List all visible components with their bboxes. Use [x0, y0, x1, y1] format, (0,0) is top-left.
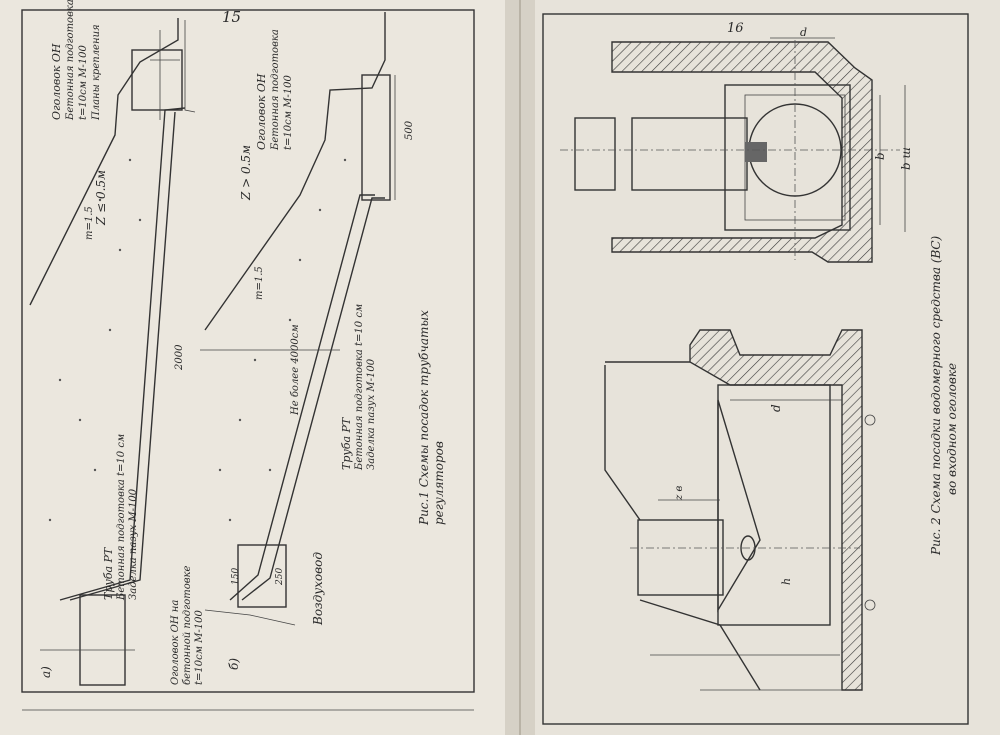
- dim-d-top: d: [800, 26, 807, 39]
- svg-text:Оголовок ОН: Оголовок ОН: [50, 43, 63, 120]
- dim-h: h: [780, 578, 793, 585]
- section-b-profile: [200, 12, 396, 626]
- svg-text:Бетонная подготовка: Бетонная подготовка: [270, 29, 281, 151]
- dim-d: d: [769, 404, 783, 412]
- section-b-inlet-shaft: [361, 74, 391, 201]
- svg-text:Рис. 2 Схема посадки водомерно: Рис. 2 Схема посадки водомерного средств…: [929, 235, 943, 556]
- svg-text:бетонной подготовке: бетонной подготовке: [182, 565, 193, 685]
- dim-2000: 2000: [174, 344, 185, 371]
- svg-text:Оголовок ОН: Оголовок ОН: [255, 73, 268, 150]
- slope-b: m=1.5: [254, 266, 265, 300]
- section-view: [604, 329, 876, 691]
- left-page-frame: [21, 9, 475, 693]
- svg-text:Заделка пазух М-100: Заделка пазух М-100: [366, 358, 377, 470]
- right-page-frame: [542, 13, 969, 725]
- soil-speckles: [48, 158, 347, 522]
- svg-text:Планы крепления: Планы крепления: [91, 24, 102, 121]
- section-a-outlet-head: [79, 594, 126, 686]
- svg-text:t=10см М-100: t=10см М-100: [283, 74, 294, 150]
- svg-text:Бетонная подготовка t=10 см: Бетонная подготовка t=10 см: [354, 304, 365, 471]
- bottom-head-b-note: Оголовок ОН на бетонной подготовке t=10с…: [170, 565, 205, 685]
- dim-500: 500: [404, 120, 415, 140]
- dim-150: 150: [231, 568, 241, 585]
- plan-view: [560, 37, 906, 263]
- plan-gate-frame: [724, 84, 851, 231]
- svg-text:Бетонная подготовка t=10 см: Бетонная подготовка t=10 см: [116, 434, 127, 601]
- label-section-a: а): [39, 666, 53, 678]
- air-intake-label: Воздуховод: [311, 552, 325, 626]
- not-more-label: Не более 4000см: [290, 324, 301, 416]
- dim-250: 250: [275, 568, 285, 586]
- plan-measure-rods: [745, 142, 767, 162]
- top-head-a-note: Оголовок ОН Бетонная подготовка t=10см М…: [50, 0, 102, 121]
- svg-text:регуляторов: регуляторов: [432, 441, 446, 525]
- dim-zb: z в: [674, 486, 685, 501]
- top-head-b-note: Оголовок ОН Бетонная подготовка t=10см М…: [255, 29, 294, 151]
- svg-text:t=10см М-100: t=10см М-100: [194, 609, 205, 685]
- section-a-inlet-head: [131, 49, 183, 111]
- left-page: [0, 0, 512, 735]
- slope-a: m=1.5: [84, 206, 95, 240]
- section-a-profile: [29, 18, 196, 686]
- svg-text:Оголовок ОН на: Оголовок ОН на: [170, 600, 181, 685]
- dim-b: b: [873, 152, 887, 160]
- svg-text:Бетонная подготовка: Бетонная подготовка: [65, 0, 76, 121]
- figure-2: 16: [542, 13, 969, 725]
- svg-text:Труба РТ: Труба РТ: [340, 416, 353, 470]
- label-section-b: б): [227, 658, 241, 670]
- section-gate-wedge: [717, 399, 761, 613]
- figure-2-caption: Рис. 2 Схема посадки водомерного средств…: [929, 235, 959, 556]
- svg-text:Заделка пазух М-100: Заделка пазух М-100: [128, 488, 139, 600]
- plan-wall-hatch: [611, 41, 873, 263]
- section-b-outlet-head: [237, 544, 287, 608]
- svg-text:t=10см М-100: t=10см М-100: [78, 44, 89, 120]
- page-number-left: 15: [222, 8, 241, 26]
- figure-1-caption: Рис.1 Схемы посадок трубчатых регуляторо…: [417, 310, 446, 526]
- figure-1: 15 а) б) Оголовок ОН Бетонная подготовка…: [21, 0, 475, 711]
- page-number-right: 16: [727, 21, 744, 36]
- pipe-b-note: Труба РТ Бетонная подготовка t=10 см Зад…: [340, 304, 377, 471]
- depth-b: Z > 0.5м: [239, 145, 253, 201]
- section-pipe: [637, 519, 724, 596]
- svg-text:Рис.1 Схемы посадок трубчатых: Рис.1 Схемы посадок трубчатых: [417, 310, 431, 526]
- pipe-a-note: Труба РТ Бетонная подготовка t=10 см Зад…: [102, 434, 139, 601]
- dim-bw: b ш: [899, 147, 913, 170]
- plan-pipe-stub: [574, 117, 616, 191]
- svg-text:Труба РТ: Труба РТ: [102, 546, 115, 600]
- depth-a: Z ≤ 0.5м: [94, 170, 108, 226]
- svg-text:во входном оголовке: во входном оголовке: [945, 363, 959, 495]
